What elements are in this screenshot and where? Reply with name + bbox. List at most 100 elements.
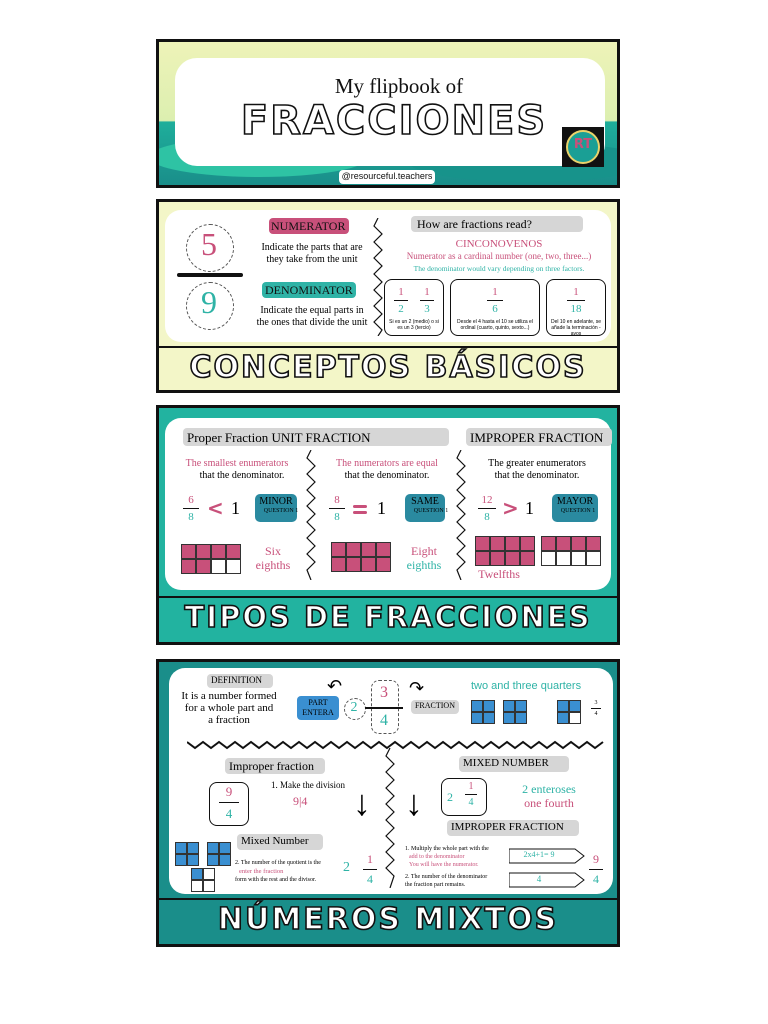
improper-label-bg [225, 758, 325, 774]
mixed-number-bg [459, 756, 569, 772]
mixed-ex-whole: 2 [447, 790, 453, 804]
case1-frac-a-num: 1 [398, 286, 404, 298]
result-num: 1 [367, 852, 373, 866]
tipos-divider-2 [456, 450, 466, 580]
bar-twelfths-b-cell [571, 551, 586, 566]
r-step1-b: add to the denominator [409, 854, 465, 860]
bar-eight-eighths-cell [376, 542, 391, 557]
case-box-1 [384, 279, 444, 336]
bar-twelfths-b-cell [571, 536, 586, 551]
bar-eight-eighths-cell [361, 557, 376, 572]
mixed-ex-den: 4 [468, 797, 474, 808]
left-square-1-cell [187, 842, 199, 854]
denominator-circle [186, 282, 234, 330]
word3: Twelfths [478, 567, 520, 581]
mini-den: 4 [594, 711, 598, 717]
mixed-label: Mixed Number [241, 835, 309, 847]
left-square-3-cell [203, 880, 215, 892]
handle-tag[interactable] [339, 170, 435, 184]
col3-desc-2: that the denominator. [494, 470, 580, 481]
badge3: MAYOR [556, 496, 594, 507]
quarter-square-cell [557, 700, 569, 712]
greater-than-sign: > [502, 496, 519, 520]
whole-square-2-cell [503, 712, 515, 724]
f3-den: 8 [484, 511, 490, 523]
tipos-banner: TIPOS DE FRACCIONES [184, 599, 592, 635]
numerator-label: NUMERATOR [271, 219, 346, 233]
equals-sign [353, 505, 367, 508]
calc: 2x4+1= 9 [523, 850, 555, 859]
handle-text[interactable]: @resourceful.teachers [341, 171, 433, 181]
case3-note: Del 10 en adelante, se añade la terminac… [550, 319, 602, 337]
r-num: 9 [593, 852, 599, 866]
col3-title: IMPROPER FRACTION [470, 430, 604, 445]
definition-label: DEFINITION [211, 675, 262, 685]
fraction-line [177, 273, 243, 277]
bar-twelfths-b-cell [586, 551, 601, 566]
bar-twelfths-b-cell [541, 536, 556, 551]
badge3-sub: QUESTION 1 [560, 508, 596, 514]
word2-a: Eight [411, 544, 437, 558]
logo-circle [566, 130, 600, 164]
example-word: CINCONOVENOS [455, 238, 543, 250]
conceptos-banner: CONCEPTOS BÁSICOS [189, 349, 587, 386]
cover-card [175, 58, 605, 166]
case1-frac-a-den: 2 [398, 303, 404, 315]
r-step1-a: 1. Multiply the whole part with the [405, 846, 489, 852]
mixed-ex-num: 1 [468, 781, 474, 792]
whole-circle [344, 698, 366, 720]
case1-frac-b-num: 1 [424, 286, 430, 298]
bar-twelfths-a-cell [475, 551, 490, 566]
mixed-words-1: 2 enteroses [522, 782, 576, 796]
mixed-words-2: one fourth [524, 796, 574, 810]
less-than-sign: < [207, 496, 224, 520]
conceptos-panel: 5 9 NUMERATOR Indicate the parts that ar… [156, 199, 620, 393]
whole-square-1-cell [483, 712, 495, 724]
bar-six-eighths-cell [196, 559, 211, 574]
case3-frac-num: 1 [573, 286, 579, 298]
whole-digit: 2 [350, 700, 358, 715]
bar-twelfths-a-cell [490, 536, 505, 551]
rule-2: The denominator would vary depending on … [413, 264, 585, 273]
left-square-2-cell [219, 854, 231, 866]
whole-square-1-cell [471, 700, 483, 712]
left-squares [175, 842, 231, 892]
definition-bg [207, 674, 273, 688]
r-step1-c: You will have the numerator. [409, 862, 479, 868]
word1-a: Six [264, 544, 281, 558]
left-square-2-cell [207, 854, 219, 866]
imp-den: 4 [225, 806, 233, 821]
col1-desc-2: that the denominator. [199, 470, 285, 481]
f2-num: 8 [334, 494, 340, 506]
imp-num: 9 [225, 784, 233, 799]
step2-b: enter the fraction [239, 868, 284, 875]
bar-eight-eighths-cell [376, 557, 391, 572]
case3-frac-den: 18 [570, 303, 582, 315]
step2-c: form with the rest and the divisor. [235, 877, 317, 883]
bar-six-eighths-cell [181, 559, 196, 574]
cover-title: FRACCIONES [240, 97, 548, 145]
bar-eight-eighths-cell [346, 542, 361, 557]
r-step2-a: 2. The number of the denominator [405, 874, 488, 880]
quarter-square-cell [557, 712, 569, 724]
how-read: How are fractions read? [417, 217, 532, 231]
imp-bar [219, 802, 239, 803]
cover-panel: My flipbook of FRACCIONES RT @resourcefu… [156, 39, 620, 188]
fraction-label: FRACTION [414, 701, 455, 710]
bar-twelfths-b-cell [556, 536, 571, 551]
whole-square-2-cell [515, 712, 527, 724]
word2-b: eighths [406, 558, 442, 572]
bar-six-eighths-cell [226, 559, 241, 574]
bar-twelfths-a-cell [520, 551, 535, 566]
r-step2-b: the fraction part remains. [405, 882, 466, 888]
result-whole: 2 [343, 860, 350, 875]
left-square-1-cell [187, 854, 199, 866]
numerator-label-bg [269, 218, 349, 234]
case-box-3 [546, 279, 606, 336]
whole-square-1-cell [471, 712, 483, 724]
bar-twelfths-a-cell [490, 551, 505, 566]
